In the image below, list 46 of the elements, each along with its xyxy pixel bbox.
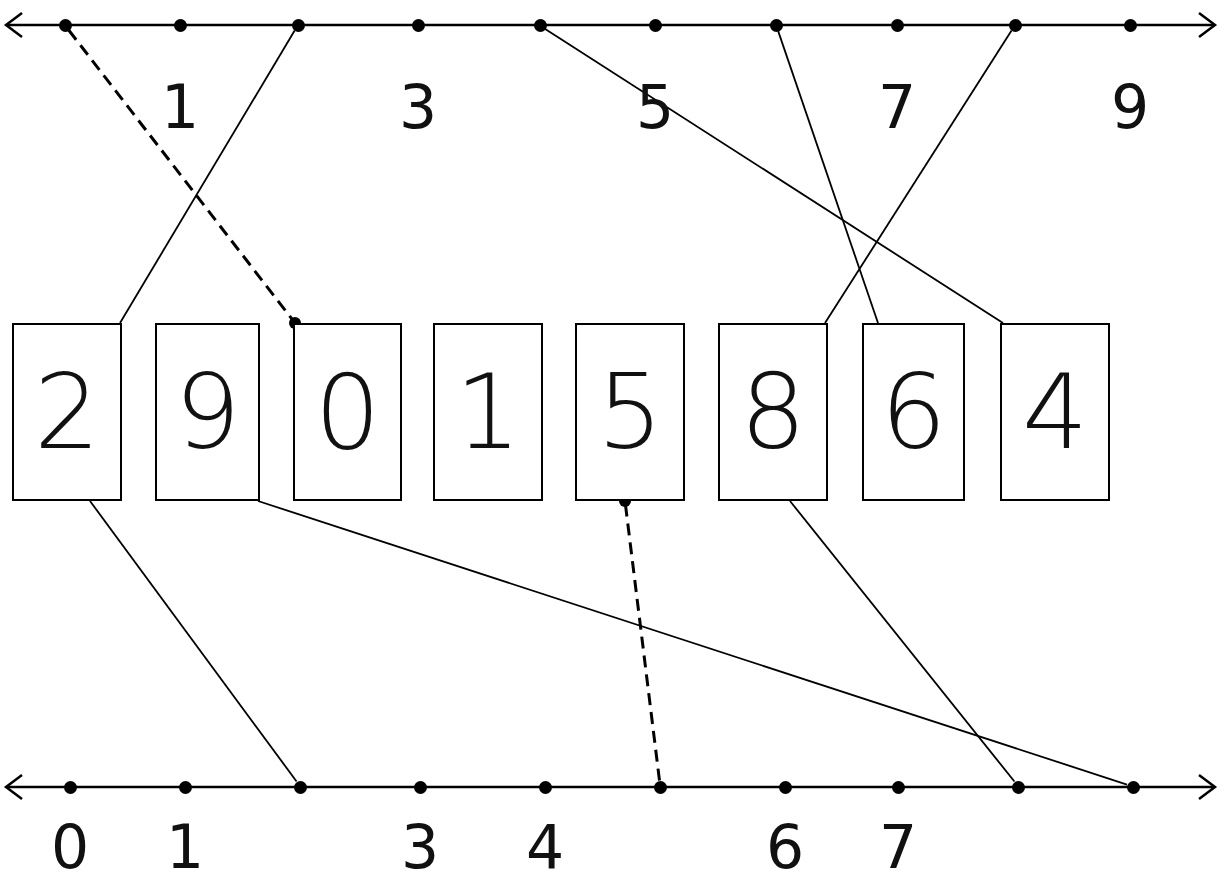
number-line-point xyxy=(1011,780,1025,794)
number-label: 3 xyxy=(400,817,440,877)
number-line-point xyxy=(58,18,72,32)
number-label: 6 xyxy=(765,817,805,877)
number-line-point xyxy=(1126,780,1140,794)
number-line-point xyxy=(1123,18,1137,32)
digit-card: 5 xyxy=(575,323,685,501)
number-line-point xyxy=(538,780,552,794)
digit-card: 2 xyxy=(12,323,122,501)
digit-card: 1 xyxy=(433,323,543,501)
number-line-point xyxy=(769,18,783,32)
digit-card: 0 xyxy=(293,323,402,501)
number-label: 4 xyxy=(525,817,565,877)
digit-card: 6 xyxy=(862,323,965,501)
connector-line xyxy=(789,500,1016,783)
digit-card: 8 xyxy=(718,323,828,501)
number-line-point xyxy=(413,780,427,794)
connector-line xyxy=(777,30,879,324)
number-line-point xyxy=(890,18,904,32)
number-line-point xyxy=(178,780,192,794)
number-line-point xyxy=(653,780,667,794)
connector-line xyxy=(544,28,1004,324)
digit-card: 9 xyxy=(155,323,260,501)
digit-card: 4 xyxy=(1000,323,1110,501)
number-label: 0 xyxy=(50,817,90,877)
dashed-line xyxy=(67,29,301,329)
number-label: 7 xyxy=(878,817,918,877)
connector-line xyxy=(119,29,296,324)
number-line-point xyxy=(891,780,905,794)
connector-line xyxy=(257,500,1128,786)
number-line-point xyxy=(173,18,187,32)
number-line-point xyxy=(1008,18,1022,32)
number-line-point xyxy=(291,18,305,32)
connector-line xyxy=(89,500,298,783)
number-line-point xyxy=(778,780,792,794)
number-label: 9 xyxy=(1110,77,1150,137)
number-label: 7 xyxy=(877,77,917,137)
number-line-point xyxy=(411,18,425,32)
connector-line xyxy=(824,29,1013,324)
number-line-point xyxy=(648,18,662,32)
number-line-point xyxy=(293,780,307,794)
number-line-point xyxy=(533,18,547,32)
number-line-point xyxy=(63,780,77,794)
number-label: 1 xyxy=(160,77,200,137)
number-label: 1 xyxy=(165,817,205,877)
number-label: 3 xyxy=(398,77,438,137)
